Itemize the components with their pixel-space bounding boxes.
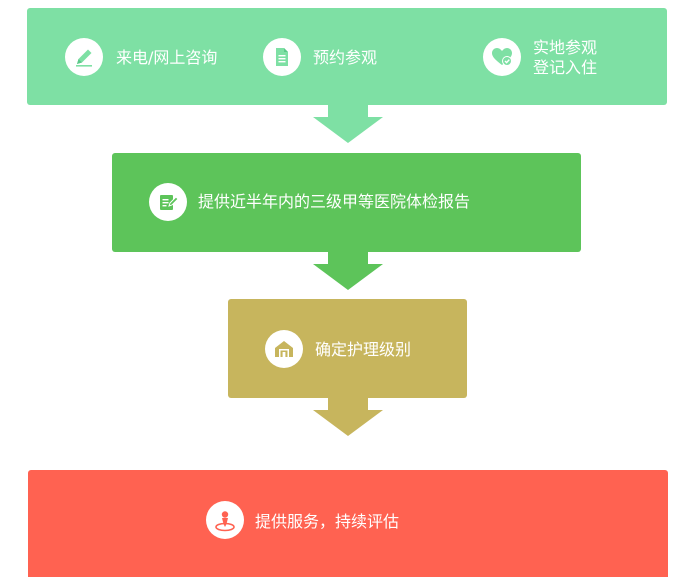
heart-check-icon xyxy=(483,38,521,76)
arrow-2-stem xyxy=(328,252,368,264)
step-3-box: 确定护理级别 xyxy=(228,299,467,398)
arrow-2 xyxy=(313,264,383,290)
step-1-visit-label-line2: 登记入住 xyxy=(533,58,598,77)
step-1-box: 来电/网上咨询 预约参观 实地参观 登记入住 xyxy=(27,8,667,105)
step-4-box: 提供服务，持续评估 xyxy=(28,470,668,577)
pencil-icon xyxy=(65,38,103,76)
step-1-visit-label-line1: 实地参观 xyxy=(533,38,598,57)
arrow-3-stem xyxy=(328,398,368,410)
location-pin-icon xyxy=(206,501,244,539)
step-4-label: 提供服务，持续评估 xyxy=(255,512,400,531)
edit-report-icon xyxy=(149,183,187,221)
arrow-1 xyxy=(313,117,383,143)
step-3-label: 确定护理级别 xyxy=(315,340,412,359)
house-icon xyxy=(265,330,303,368)
step-1-appointment-label: 预约参观 xyxy=(313,48,378,67)
document-icon xyxy=(263,38,301,76)
step-1-consult-label: 来电/网上咨询 xyxy=(116,48,218,67)
arrow-1-stem xyxy=(328,105,368,117)
step-2-box: 提供近半年内的三级甲等医院体检报告 xyxy=(112,153,581,252)
arrow-3 xyxy=(313,410,383,436)
step-2-label: 提供近半年内的三级甲等医院体检报告 xyxy=(198,192,471,211)
